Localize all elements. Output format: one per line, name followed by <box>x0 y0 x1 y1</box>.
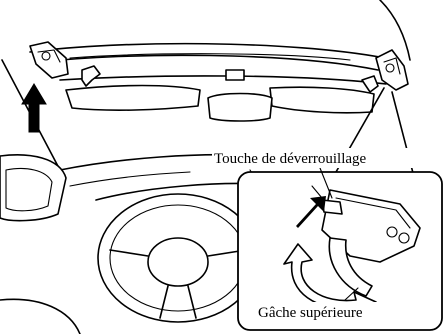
sun-visor-left <box>66 86 200 111</box>
steering-wheel <box>98 194 258 322</box>
seat-edge <box>0 299 80 334</box>
side-mirror <box>0 155 66 221</box>
roof-edge-right <box>380 0 410 60</box>
right-latch-housing <box>362 50 408 92</box>
release-button-label: Touche de déverrouillage <box>214 151 367 167</box>
upper-latch-label: Gâche supérieure <box>258 305 363 321</box>
up-arrow-icon <box>22 84 46 132</box>
sun-visor-right <box>270 87 374 113</box>
rear-view-mirror <box>208 70 272 121</box>
